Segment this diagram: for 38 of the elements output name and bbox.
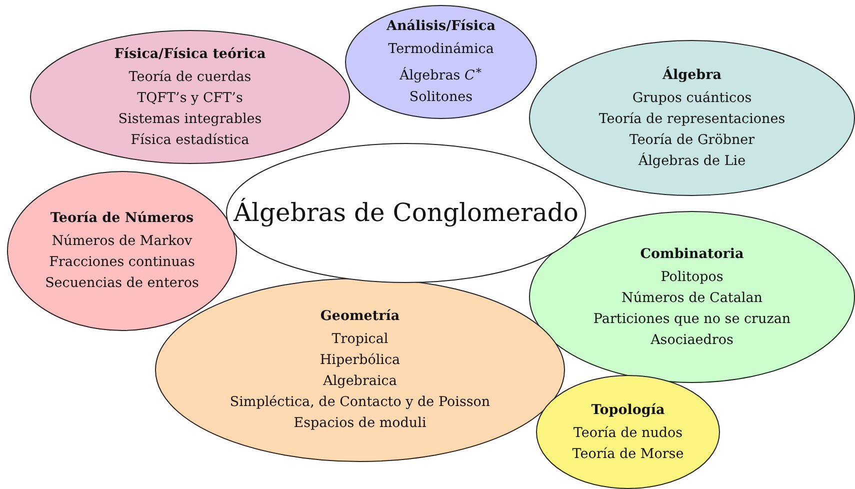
topic-item: Grupos cuánticos <box>632 88 752 108</box>
topic-heading: Análisis/Física <box>386 17 496 36</box>
topic-item: Sistemas integrables <box>118 110 262 128</box>
topic-item: TQFT’s y CFT’s <box>137 88 243 108</box>
topic-ellipse <box>345 5 537 119</box>
topic-heading: Topología <box>591 400 665 420</box>
topic-item: Fracciones continuas <box>49 253 195 272</box>
topic-ellipse <box>529 40 855 196</box>
topic-item: Números de Markov <box>52 232 192 251</box>
topic-item: Asociaedros <box>650 330 734 350</box>
topic-item: Espacios de moduli <box>294 414 426 433</box>
topic-item: Física estadística <box>130 130 250 150</box>
topic-item: Tropical <box>332 330 388 349</box>
topic-heading: Geometría <box>320 307 400 326</box>
topic-item: Particiones que no se cruzan <box>593 310 791 328</box>
topic-item: Simpléctica, de Contacto y de Poisson <box>230 393 490 412</box>
topic-item: Teoría de Morse <box>572 444 684 464</box>
topic-heading: Teoría de Números <box>50 209 194 228</box>
topic-item: Secuencias de enteros <box>45 274 199 293</box>
topic-heading: Física/Física teórica <box>114 44 266 64</box>
topic-item: Álgebras C$^{∗}$ <box>399 63 483 86</box>
topic-heading: Combinatoria <box>640 244 744 264</box>
topic-ellipse <box>536 375 720 489</box>
topic-item: Hiperbólica <box>320 351 400 370</box>
topic-item: Teoría de representaciones <box>598 110 786 128</box>
topic-heading: Álgebra <box>662 66 722 84</box>
topic-item: Solitones <box>409 88 473 107</box>
central-title: Álgebras de Conglomerado <box>234 198 578 228</box>
topic-ellipse <box>30 30 350 164</box>
topic-item: Teoría de cuerdas <box>128 68 252 86</box>
topic-item: Politopos <box>660 268 724 286</box>
topic-ellipse <box>226 143 586 283</box>
topic-item: Teoría de Gröbner <box>629 130 755 150</box>
topic-item: Álgebras de Lie <box>638 152 746 170</box>
topic-item: Teoría de nudos <box>573 424 683 442</box>
topic-item: Termodinámica <box>388 40 494 60</box>
topic-item: Números de Catalan <box>622 288 762 308</box>
topic-item: Algebraica <box>323 372 397 391</box>
